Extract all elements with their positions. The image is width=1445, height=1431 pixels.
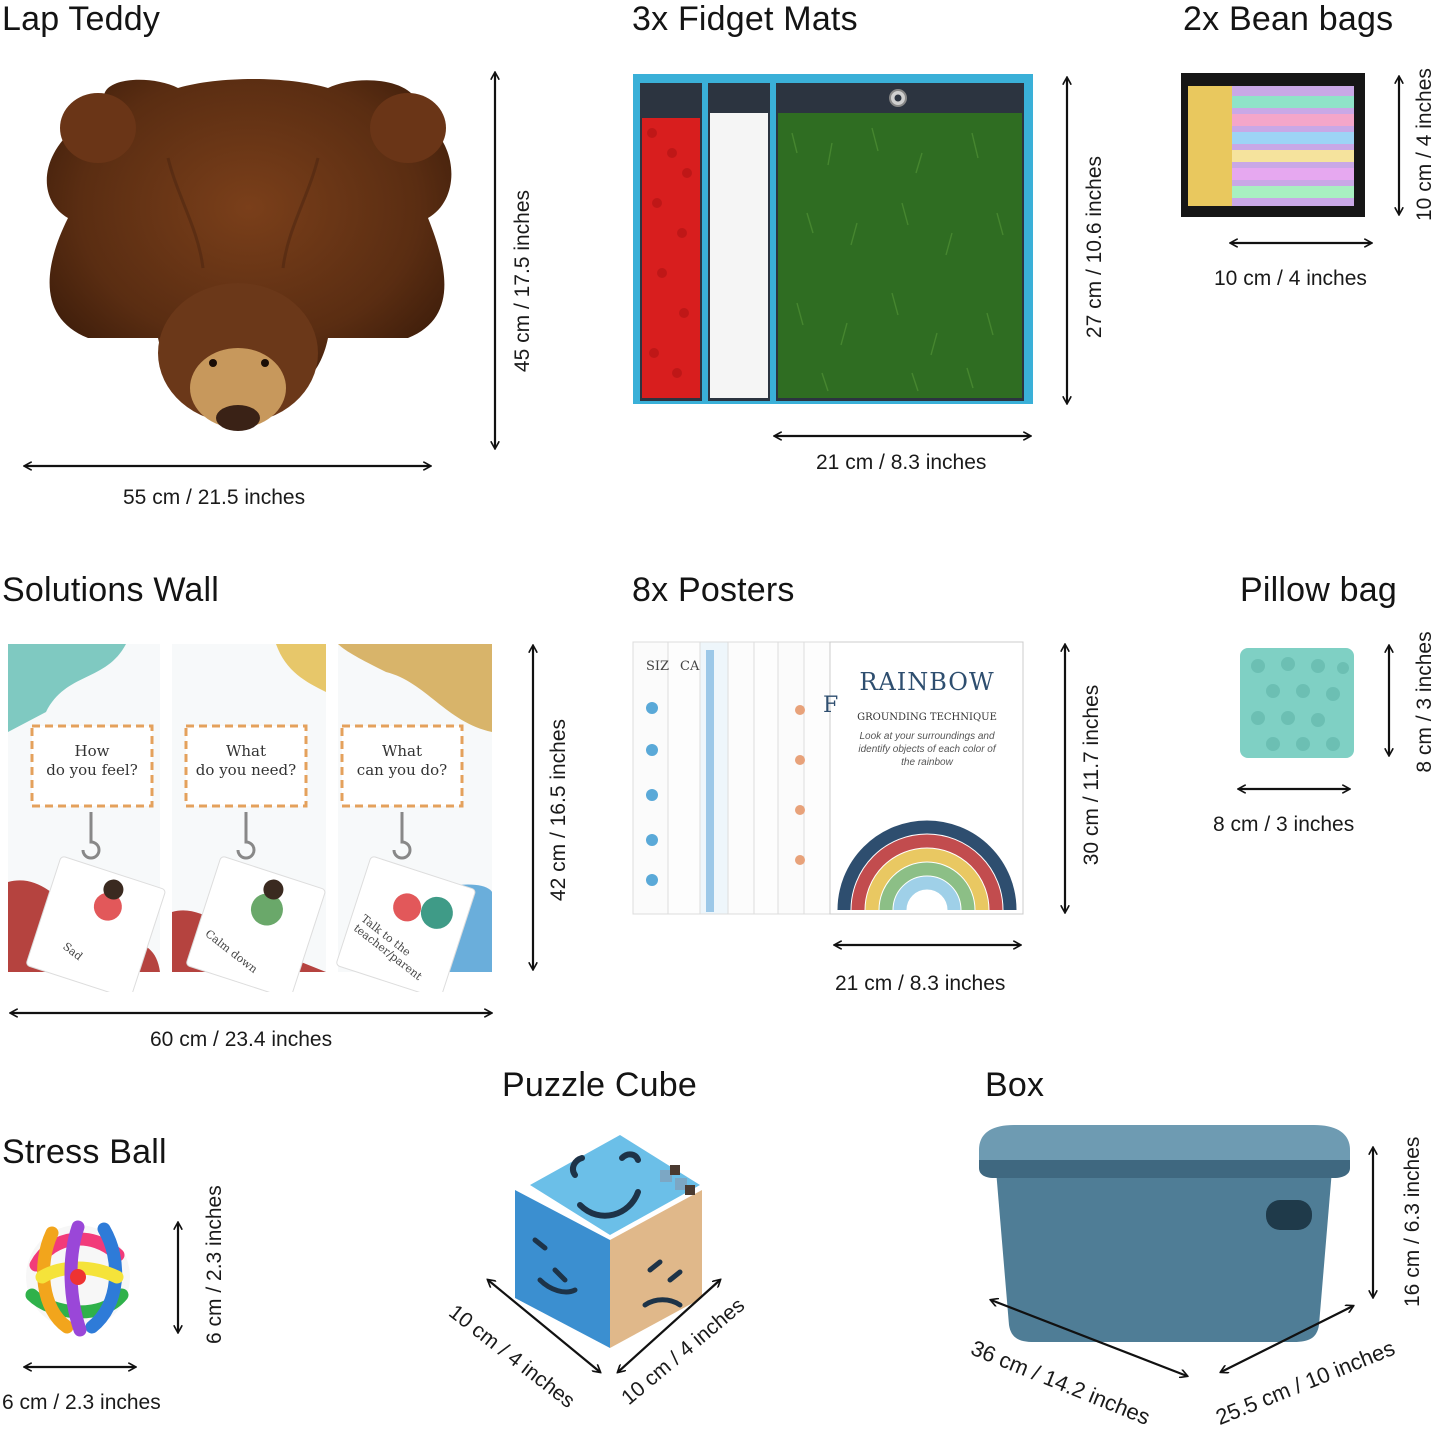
puzzle-cube-title: Puzzle Cube [502, 1066, 697, 1104]
stress-ball-width-label: 6 cm / 2.3 inches [2, 1391, 161, 1414]
stress-ball-height-label: 6 cm / 2.3 inches [203, 1185, 226, 1344]
poster-rainbow-text: Look at your surroundings and identify o… [858, 731, 996, 768]
solutions-panel-1-question: How do you feel? [32, 742, 152, 780]
lap-teddy-height-label: 45 cm / 17.5 inches [511, 189, 534, 373]
pillow-bag-width-label: 8 cm / 3 inches [1213, 813, 1355, 836]
bean-bags-width-label: 10 cm / 4 inches [1214, 267, 1367, 290]
lap-teddy-height-arrow [480, 68, 510, 458]
fidget-mats-title: 3x Fidget Mats [632, 0, 858, 38]
solutions-wall-title: Solutions Wall [2, 571, 219, 609]
solutions-wall-width-label: 60 cm / 23.4 inches [150, 1028, 333, 1051]
poster-peek-3: F [823, 693, 839, 718]
box-height-label: 16 cm / 6.3 inches [1401, 1136, 1424, 1307]
fidget-mats-width-arrow [770, 422, 1035, 450]
posters-width-label: 21 cm / 8.3 inches [835, 972, 1006, 995]
poster-rainbow-subtitle: GROUNDING TECHNIQUE [857, 712, 997, 723]
poster-peek-1: SIZ [646, 659, 670, 674]
bean-bags-height-arrow [1384, 72, 1414, 220]
poster-rainbow-title: RAINBOW [859, 668, 995, 696]
stress-ball-width-arrow [20, 1353, 140, 1381]
lap-teddy-title: Lap Teddy [2, 0, 161, 38]
pillow-bag-title: Pillow bag [1240, 571, 1397, 609]
posters-width-arrow [830, 931, 1025, 959]
stress-ball-title: Stress Ball [2, 1133, 167, 1171]
bean-bags-height-label: 10 cm / 4 inches [1413, 68, 1436, 221]
solutions-panel-3-question: What can you do? [342, 742, 462, 780]
panel-1-q2: do you feel? [46, 761, 138, 779]
posters-title: 8x Posters [632, 571, 795, 609]
solutions-wall-width-arrow [6, 999, 496, 1027]
posters-height-arrow [1050, 640, 1080, 918]
panel-3-q1: What [381, 742, 423, 760]
puzzle-cube-right-arrow [610, 1272, 730, 1382]
pillow-bag-image [1238, 646, 1356, 760]
fidget-mats-height-label: 27 cm / 10.6 inches [1083, 155, 1106, 339]
fidget-mats-image [632, 73, 1034, 405]
solutions-wall-height-arrow [518, 641, 548, 975]
box-height-arrow [1358, 1143, 1388, 1303]
pillow-bag-width-arrow [1234, 775, 1354, 803]
box-title: Box [985, 1066, 1045, 1104]
panel-1-q1: How [74, 742, 110, 760]
panel-2-q2: do you need? [195, 761, 297, 779]
box-width-arrow [1215, 1298, 1360, 1380]
stress-ball-image [22, 1215, 134, 1339]
poster-peek-2: CA [680, 659, 700, 674]
pillow-bag-height-arrow [1374, 641, 1404, 761]
solutions-wall-height-label: 42 cm / 16.5 inches [547, 718, 570, 902]
solutions-panel-2-question: What do you need? [186, 742, 306, 780]
box-length-arrow [985, 1292, 1195, 1382]
bean-bags-width-arrow [1226, 229, 1376, 257]
lap-teddy-width-arrow [20, 452, 435, 480]
pillow-bag-height-label: 8 cm / 3 inches [1413, 631, 1436, 773]
fidget-mats-height-arrow [1052, 73, 1082, 409]
panel-2-q1: What [225, 742, 267, 760]
panel-3-q2: can you do? [356, 761, 448, 779]
fidget-mats-width-label: 21 cm / 8.3 inches [816, 451, 987, 474]
puzzle-cube-left-arrow [480, 1272, 610, 1382]
stress-ball-height-arrow [163, 1218, 193, 1338]
lap-teddy-width-label: 55 cm / 21.5 inches [123, 486, 306, 509]
lap-teddy-image [28, 68, 468, 448]
bean-bags-title: 2x Bean bags [1183, 0, 1394, 38]
posters-height-label: 30 cm / 11.7 inches [1080, 684, 1103, 866]
bean-bags-image [1180, 72, 1366, 218]
solutions-wall-image [6, 642, 496, 992]
posters-image [632, 640, 1027, 918]
